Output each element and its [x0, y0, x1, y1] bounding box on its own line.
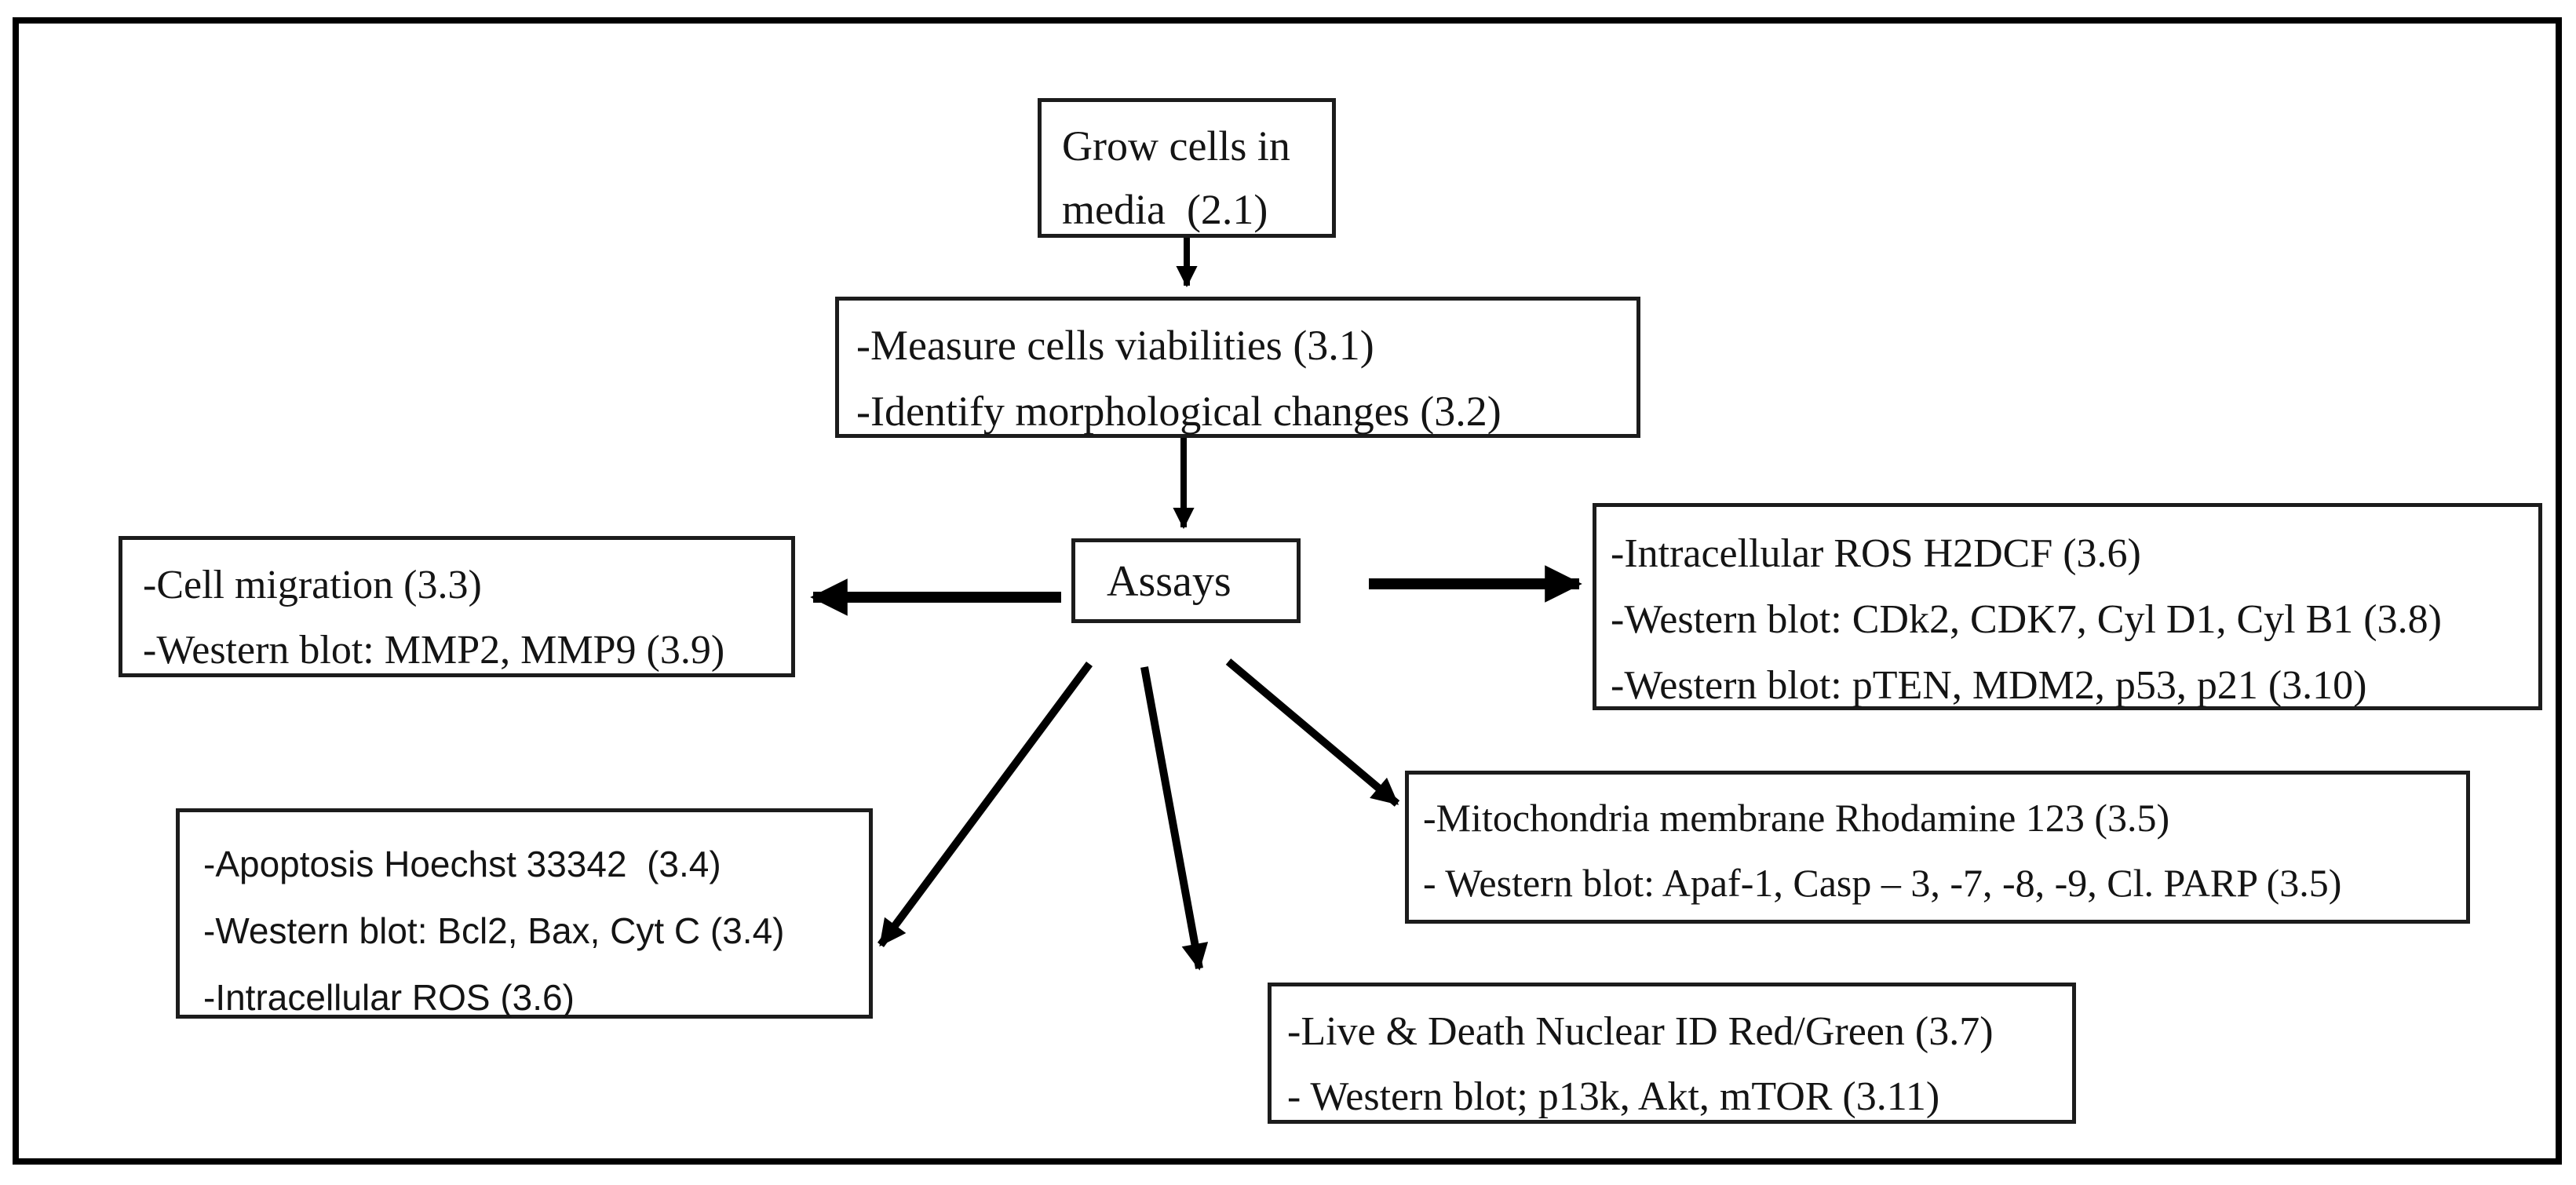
node-mitochondria: -Mitochondria membrane Rhodamine 123 (3.…	[1405, 771, 2470, 924]
node-line: Grow cells in	[1062, 122, 1290, 170]
node-line: -Western blot: pTEN, MDM2, p53, p21 (3.1…	[1611, 663, 2367, 709]
node-line: -Identify morphological changes (3.2)	[856, 387, 1501, 435]
node-line: -Live & Death Nuclear ID Red/Green (3.7)	[1287, 1009, 1994, 1054]
node-live-death: -Live & Death Nuclear ID Red/Green (3.7)…	[1268, 983, 2076, 1124]
node-line: -Mitochondria membrane Rhodamine 123 (3.…	[1423, 796, 2170, 840]
node-line: - Western blot: Apaf-1, Casp – 3, -7, -8…	[1423, 860, 2342, 905]
node-cell-migration: -Cell migration (3.3) -Western blot: MMP…	[119, 536, 795, 677]
node-line: Assays	[1107, 557, 1231, 606]
node-line: -Western blot: MMP2, MMP9 (3.9)	[143, 628, 725, 673]
arrow-assays-to-mitochondria	[1225, 658, 1400, 807]
arrow-assays-to-livedeath	[1140, 666, 1209, 971]
node-line: -Measure cells viabilities (3.1)	[856, 322, 1374, 369]
arrow-assays-to-apoptosis	[877, 662, 1093, 947]
node-assays: Assays	[1071, 538, 1301, 623]
node-viability-morphology: -Measure cells viabilities (3.1) -Identi…	[835, 297, 1640, 438]
figure-border-frame	[13, 17, 2562, 1165]
node-line: -Western blot: Bcl2, Bax, Cyt C (3.4)	[203, 910, 785, 952]
node-ros-cellcycle: -Intracellular ROS H2DCF (3.6) -Western …	[1593, 503, 2542, 710]
node-grow-cells: Grow cells in media (2.1)	[1038, 98, 1336, 238]
node-line: -Intracellular ROS (3.6)	[203, 977, 575, 1019]
node-apoptosis: -Apoptosis Hoechst 33342 (3.4) -Western …	[176, 808, 873, 1019]
node-line: -Apoptosis Hoechst 33342 (3.4)	[203, 844, 721, 884]
node-line: -Intracellular ROS H2DCF (3.6)	[1611, 531, 2141, 576]
node-line: media (2.1)	[1062, 186, 1268, 233]
node-line: -Western blot: CDk2, CDK7, Cyl D1, Cyl B…	[1611, 597, 2442, 643]
node-line: -Cell migration (3.3)	[143, 563, 482, 607]
node-line: - Western blot; p13k, Akt, mTOR (3.11)	[1287, 1074, 1940, 1120]
